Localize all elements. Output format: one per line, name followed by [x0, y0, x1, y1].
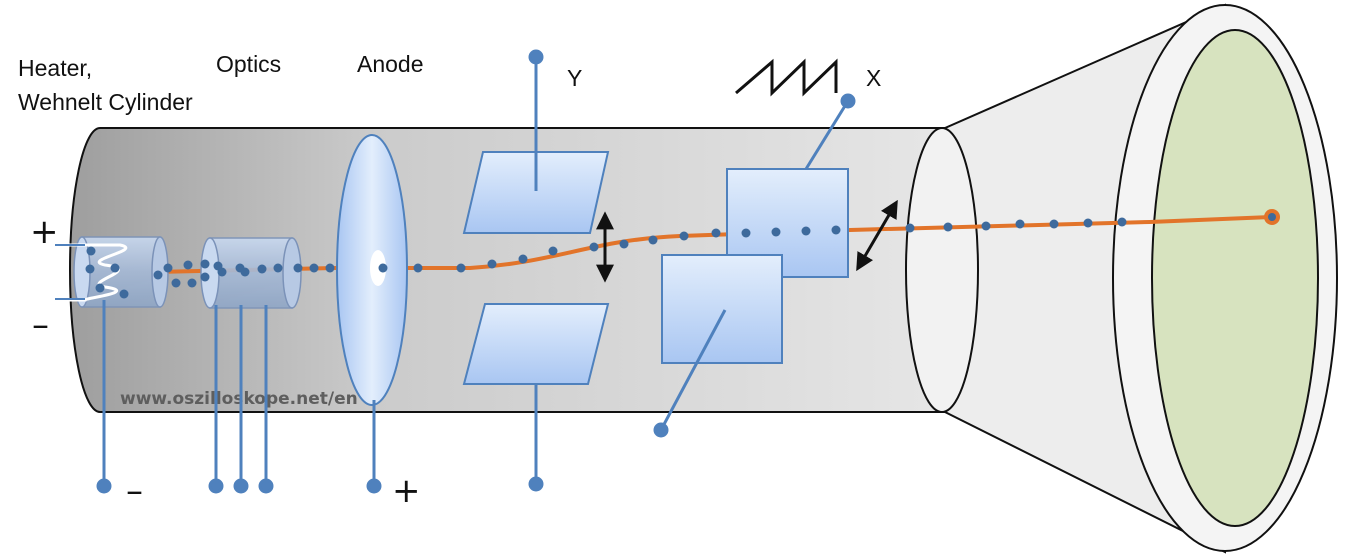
electron-dots: [85, 217, 1127, 299]
electron: [163, 263, 173, 273]
electron: [619, 239, 629, 249]
electron: [85, 264, 95, 274]
anode-label: Anode: [357, 51, 424, 77]
electron: [711, 228, 721, 238]
electron: [110, 263, 120, 273]
y-label: Y: [567, 65, 582, 91]
electron: [257, 264, 267, 274]
electron: [589, 242, 599, 252]
electron: [183, 260, 193, 270]
sawtooth-signal-icon: [735, 58, 838, 97]
electron: [943, 222, 953, 232]
anode-aperture: [370, 250, 386, 286]
electron: [240, 267, 250, 277]
electron: [325, 263, 335, 273]
electron: [187, 278, 197, 288]
optics-cylinder: [200, 237, 302, 309]
electron: [1117, 217, 1127, 227]
x-deflection-arrow: [856, 199, 898, 272]
electron: [378, 263, 388, 273]
electron: [487, 259, 497, 269]
electron: [309, 263, 319, 273]
beam-spot-core: [1268, 213, 1276, 221]
electron: [95, 283, 105, 293]
anode-disc: [336, 134, 408, 406]
electron: [273, 263, 283, 273]
electron: [456, 263, 466, 273]
electron: [548, 246, 558, 256]
x-label: X: [866, 65, 881, 91]
electron: [217, 267, 227, 277]
electron: [679, 231, 689, 241]
electron: [831, 225, 841, 235]
electron: [86, 246, 96, 256]
heater-label-line2: Wehnelt Cylinder: [18, 89, 193, 115]
x-deflection-plate-front: [661, 254, 783, 364]
phosphor-screen: [1151, 29, 1319, 527]
electron: [293, 263, 303, 273]
heater-label-line1: Heater,: [18, 55, 92, 81]
electron: [981, 221, 991, 231]
electron: [413, 263, 423, 273]
electron: [648, 235, 658, 245]
electron: [153, 270, 163, 280]
electron: [741, 228, 751, 238]
electron: [171, 278, 181, 288]
y-deflection-plate-top: [462, 151, 610, 234]
heater-coil: [55, 243, 128, 302]
electron: [905, 223, 915, 233]
electron: [200, 259, 210, 269]
heater-plus-sign: +: [30, 212, 59, 252]
electron: [119, 289, 129, 299]
electron: [801, 226, 811, 236]
y-deflection-plate-bottom: [462, 303, 610, 385]
electron: [771, 227, 781, 237]
electron: [1083, 218, 1093, 228]
optics-label: Optics: [216, 51, 281, 77]
anode-plus-sign: +: [392, 471, 421, 511]
electron: [518, 254, 528, 264]
cathode-minus-sign: –: [126, 471, 143, 511]
electron: [1015, 219, 1025, 229]
heater-minus-sign: –: [32, 305, 49, 345]
electron: [1049, 219, 1059, 229]
connection-wires: [96, 49, 856, 494]
watermark: www.oszilloskope.net/en: [120, 389, 358, 409]
electron: [200, 272, 210, 282]
funnel-neck-ellipse: [905, 127, 979, 413]
